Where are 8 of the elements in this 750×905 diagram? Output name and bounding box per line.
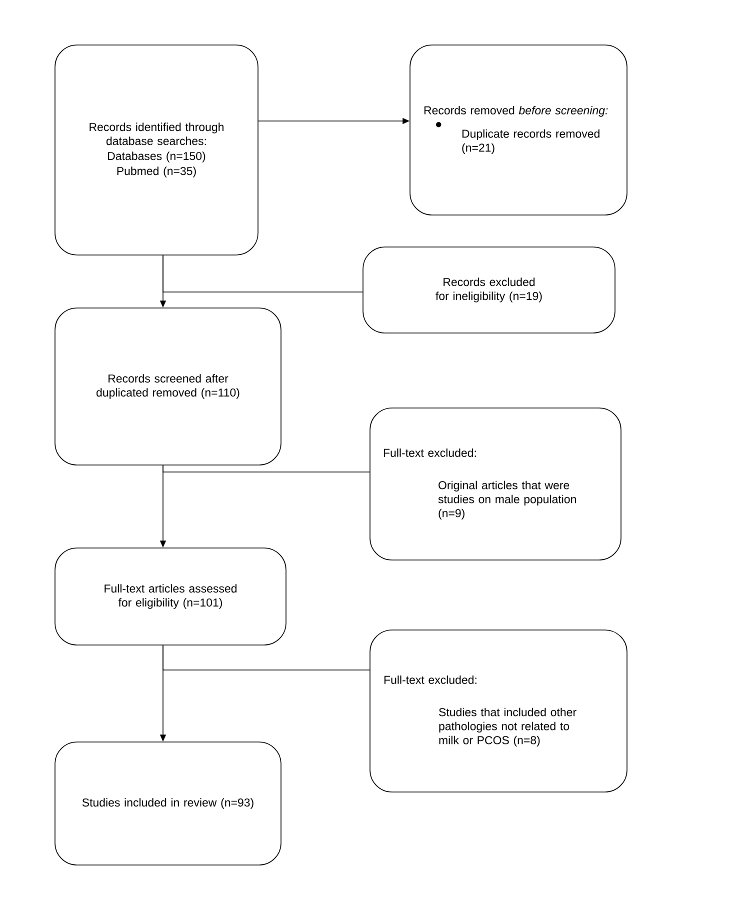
process-box: Records removed before screening: Duplicate records removed (n=21): [410, 44, 628, 216]
process-box: Full-text articles assessed for eligibility (n=101): [54, 548, 286, 646]
process-box: Records excluded for ineligibility (n=19): [362, 246, 616, 334]
process-box: Full-text excluded: Studies that included other pathologies not related to milk or PCOS (n=8): [370, 630, 628, 792]
process-box: Full-text excluded: Original articles that were studies on male population (n=9): [370, 408, 622, 560]
process-box: Studies included in review (n=93): [54, 742, 282, 866]
process-box: Records screened after duplicated removed (n=110): [54, 308, 282, 466]
process-box: Records identified through database searches: Databases (n=150) Pubmed (n=35): [54, 44, 258, 256]
